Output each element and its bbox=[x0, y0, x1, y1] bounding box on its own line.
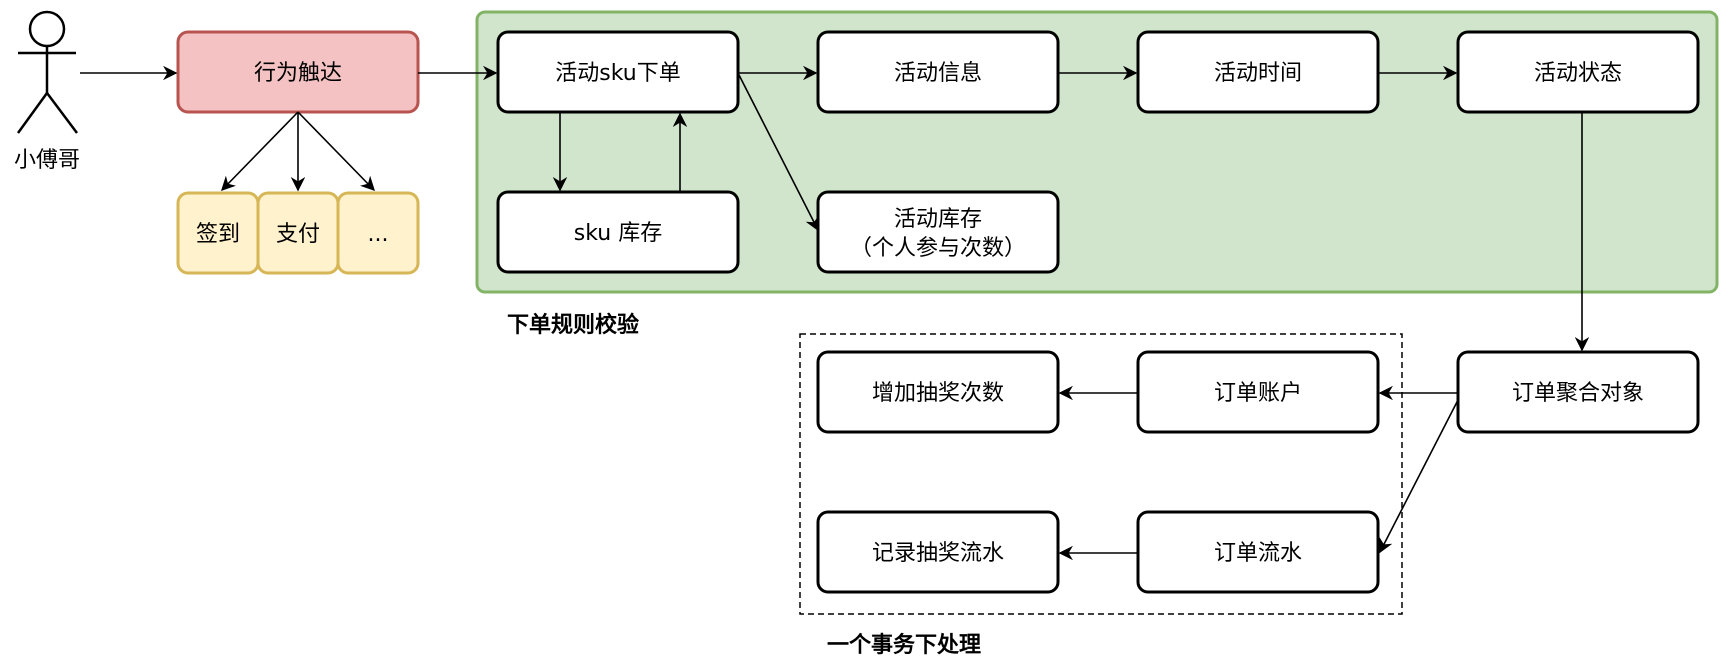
node-activity-state[interactable] bbox=[1456, 30, 1700, 114]
edge-aggregate-to-order-flow bbox=[1379, 399, 1459, 554]
edge-behavior-to-sign-in bbox=[220, 111, 299, 192]
behavior-type-more[interactable] bbox=[336, 191, 420, 275]
node-order-account-label: 订单账户 bbox=[1214, 381, 1302, 406]
node-activity-info[interactable] bbox=[816, 30, 1060, 114]
node-activity-stock-label-line2: （个人参与次数） bbox=[850, 236, 1026, 261]
node-record-draw-flow[interactable] bbox=[816, 510, 1060, 594]
behavior-type-more-label: ... bbox=[368, 222, 389, 247]
edge-sku-order-to-activity-stock bbox=[737, 72, 819, 232]
node-sku-stock[interactable] bbox=[496, 190, 740, 274]
node-order-account[interactable] bbox=[1136, 350, 1380, 434]
node-order-flow-label: 订单流水 bbox=[1214, 541, 1302, 566]
node-activity-sku-order-label: 活动sku下单 bbox=[555, 61, 680, 86]
behavior-type-pay-label: 支付 bbox=[276, 222, 320, 247]
node-activity-stock-label-line1: 活动库存 bbox=[894, 207, 982, 232]
node-sku-stock-label: sku 库存 bbox=[574, 221, 662, 246]
node-activity-time[interactable] bbox=[1136, 30, 1380, 114]
node-order-aggregate-label: 订单聚合对象 bbox=[1512, 381, 1644, 406]
order-rule-group-caption: 下单规则校验 bbox=[507, 312, 639, 338]
node-add-draw-count[interactable] bbox=[816, 350, 1060, 434]
node-activity-time-label: 活动时间 bbox=[1214, 61, 1302, 86]
node-add-draw-count-label: 增加抽奖次数 bbox=[872, 381, 1004, 406]
node-order-flow[interactable] bbox=[1136, 510, 1380, 594]
transaction-group-caption: 一个事务下处理 bbox=[827, 632, 981, 658]
node-activity-info-label: 活动信息 bbox=[894, 61, 982, 86]
node-activity-stock[interactable] bbox=[816, 190, 1060, 274]
edge-behavior-to-more bbox=[297, 111, 376, 192]
transaction-group-box bbox=[799, 333, 1403, 615]
behavior-type-sign-in-label: 签到 bbox=[196, 222, 240, 247]
actor-icon bbox=[16, 10, 78, 134]
node-activity-sku-order[interactable] bbox=[496, 30, 740, 114]
node-activity-state-label: 活动状态 bbox=[1534, 61, 1622, 86]
behavior-label: 行为触达 bbox=[254, 61, 342, 86]
node-record-draw-flow-label: 记录抽奖流水 bbox=[872, 541, 1004, 566]
order-rule-group-box bbox=[475, 10, 1719, 294]
actor-label: 小傅哥 bbox=[14, 148, 80, 173]
node-order-aggregate[interactable] bbox=[1456, 350, 1700, 434]
